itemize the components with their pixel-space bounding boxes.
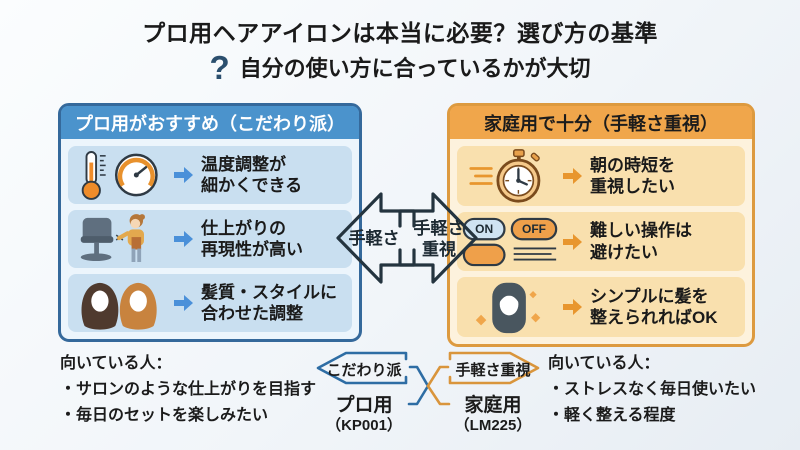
two-hairstyles-icon [68, 276, 174, 330]
thermometer-gauge-icon [68, 148, 174, 202]
text-line: 温度調整が [201, 154, 286, 174]
home-suited-bullet-1: ・ストレスなく毎日使いたい [548, 381, 757, 398]
simple-hair-icon [457, 279, 563, 335]
center-direction-arrows: 手軽さ 手軽さ 重視 [336, 192, 478, 284]
pro-row-reproducibility: 仕上がりの 再現性が高い [68, 210, 352, 268]
home-row-easyoperation-text: 難しい操作は 避けたい [583, 220, 692, 263]
cross-connector-blue-bottom [407, 384, 430, 406]
salon-chair-icon [68, 212, 174, 266]
pro-suited-bullet-1: ・サロンのような仕上がりを目指す [60, 381, 317, 398]
home-row-easyoperation: ON OFF 難しい操作は [457, 211, 745, 272]
off-label: OFF [522, 222, 546, 236]
pro-model-number: （KP001） [326, 417, 402, 434]
right-arrow-label-line1: 手軽さ [414, 218, 465, 238]
right-arrow-label-line2: 重視 [422, 239, 456, 259]
bullet-arrow-icon [563, 233, 583, 250]
subtitle-row: ? 自分の使い方に合っているかが大切 [0, 48, 800, 86]
text-line: 朝の時短を [590, 155, 675, 175]
pro-product-label: プロ用 [335, 395, 393, 416]
pro-suited-people: 向いている人： ・サロンのような仕上がりを目指す ・毎日のセットを楽しみたい [60, 351, 316, 429]
home-row-timesaving-text: 朝の時短を 重視したい [583, 155, 675, 198]
text-line: 重視したい [590, 176, 675, 196]
cross-connector-blue-top [408, 365, 430, 388]
text-line: シンプルに髪を [590, 286, 709, 306]
product-mapping-arrows [316, 351, 540, 406]
on-off-switch-icon: ON OFF [457, 215, 563, 269]
on-label: ON [475, 222, 493, 236]
bullet-arrow-icon [563, 299, 583, 316]
cross-connector-orange-bottom [426, 384, 451, 406]
pro-row-hairtype-text: 髪質・スタイルに 合わせた調整 [194, 282, 337, 325]
kodawari-arrow-outline-icon [316, 351, 408, 385]
home-suited-heading: 向いている人： [548, 355, 660, 372]
right-arrow-outline-icon [398, 192, 478, 284]
left-arrow-label: 手軽さ [349, 228, 400, 248]
home-model-number: （LM225） [454, 417, 532, 434]
pro-row-hairtype: 髪質・スタイルに 合わせた調整 [68, 274, 352, 332]
page-title: プロ用ヘアアイロンは本当に必要？選び方の基準 [142, 20, 658, 46]
pro-row-reproducibility-text: 仕上がりの 再現性が高い [194, 218, 303, 261]
text-line: 再現性が高い [201, 240, 303, 259]
page-subtitle: 自分の使い方に合っているかが大切 [239, 56, 591, 81]
home-suited-people: 向いている人： ・ストレスなく毎日使いたい ・軽く整える程度 [548, 351, 756, 429]
pro-panel-title: プロ用がおすすめ（こだわり派） [61, 106, 359, 139]
home-product-label: 家庭用 [464, 395, 522, 416]
home-suited-bullet-2: ・軽く整える程度 [548, 407, 676, 424]
home-row-simple: シンプルに髪を 整えられればOK [457, 277, 745, 338]
text-line: 整えられればOK [590, 308, 718, 328]
text-line: 合わせた調整 [201, 304, 303, 323]
text-line: 仕上がりの [201, 218, 286, 238]
bullet-arrow-icon [174, 167, 194, 183]
pro-panel-rows: 温度調整が 細かくできる [61, 139, 359, 339]
home-panel-rows: 朝の時短を 重視したい ON OFF [450, 139, 752, 344]
kodawari-arrow-label: こだわり派 [326, 362, 402, 379]
pro-panel: プロ用がおすすめ（こだわり派） [58, 103, 362, 342]
tegaru-arrow-label: 手軽さ重視 [455, 362, 531, 379]
bullet-arrow-icon [174, 295, 194, 311]
tegaru-arrow-outline-icon [448, 351, 540, 385]
home-panel: 家庭用で十分（手軽さ重視） [447, 103, 755, 347]
pro-suited-bullet-2: ・毎日のセットを楽しみたい [60, 407, 269, 424]
text-line: 難しい操作は [590, 221, 692, 241]
product-mapping: こだわり派 手軽さ重視 プロ用 家庭用 （KP001） （LM225） [312, 350, 544, 448]
pro-row-temperature-text: 温度調整が 細かくできる [194, 154, 302, 197]
home-panel-title: 家庭用で十分（手軽さ重視） [450, 106, 752, 139]
pro-suited-heading: 向いている人： [60, 355, 172, 372]
pro-row-temperature: 温度調整が 細かくできる [68, 146, 352, 204]
home-row-timesaving: 朝の時短を 重視したい [457, 146, 745, 206]
text-line: 細かくできる [201, 176, 303, 195]
cross-connector-orange-top [426, 365, 450, 388]
text-line: 避けたい [590, 242, 658, 262]
text-line: 髪質・スタイルに [201, 282, 337, 302]
bullet-arrow-icon [563, 167, 583, 184]
stopwatch-icon [457, 148, 563, 204]
question-icon: ? [209, 48, 230, 86]
home-row-simple-text: シンプルに髪を 整えられればOK [583, 286, 718, 329]
bullet-arrow-icon [174, 231, 194, 247]
